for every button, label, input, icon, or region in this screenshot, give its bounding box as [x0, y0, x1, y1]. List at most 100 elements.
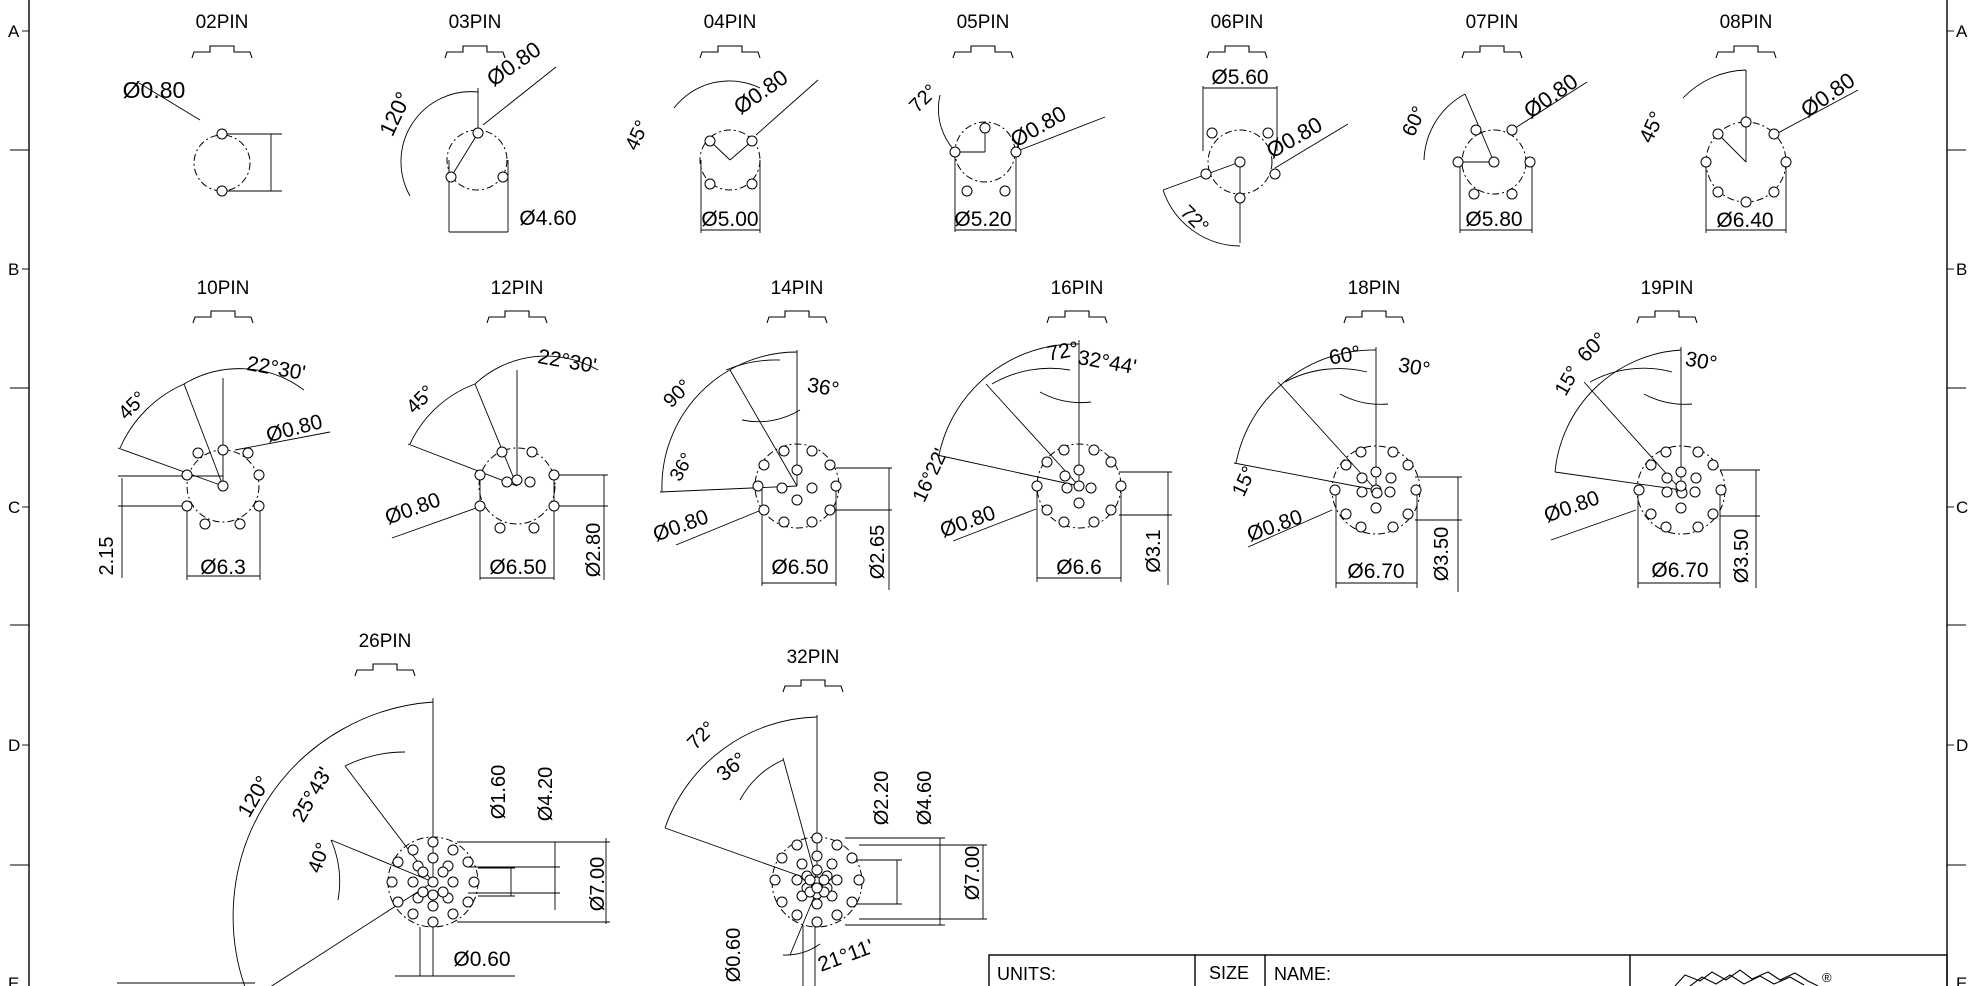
- dimension-label: 60°: [1573, 328, 1612, 367]
- pitch-circle: [193, 134, 251, 192]
- dimension-label: Ø0.80: [1519, 68, 1582, 123]
- layout-title: 04PIN: [704, 12, 757, 33]
- dimension-label: Ø0.80: [1244, 505, 1306, 546]
- pin-hole: [806, 445, 818, 457]
- pin-hole: [392, 856, 404, 868]
- pin-hole: [811, 864, 823, 876]
- dimension-line: [1233, 462, 1377, 491]
- pin-hole: [752, 480, 764, 492]
- keyway-mark: [782, 679, 844, 693]
- pin-hole: [427, 889, 439, 901]
- dimension-line: [729, 369, 798, 487]
- pin-hole: [769, 874, 781, 886]
- keyway-mark: [486, 310, 548, 324]
- dimension-label: 32°44': [1076, 346, 1138, 379]
- pin-hole: [427, 876, 439, 888]
- dimension-label: Ø6.40: [1716, 209, 1773, 232]
- layout-title: 02PIN: [196, 12, 249, 33]
- pin-hole: [234, 518, 246, 530]
- dimension-label: Ø2.80: [583, 523, 605, 577]
- dimension-label: 72°: [683, 717, 720, 754]
- dimension-line: [1554, 471, 1682, 491]
- pin-hole: [1059, 470, 1071, 482]
- pin-hole: [746, 135, 758, 147]
- pin-hole: [776, 482, 788, 494]
- pin-hole: [1690, 472, 1702, 484]
- dimension-label: Ø5.20: [954, 208, 1011, 231]
- angle-arc: [1423, 93, 1466, 161]
- dimension-label: Ø3.50: [1731, 529, 1753, 583]
- keyway-mark: [1206, 45, 1268, 59]
- dimension-line: [1511, 81, 1588, 131]
- pin-hole: [524, 476, 536, 488]
- registered-mark: ®: [1822, 970, 1832, 985]
- pin-hole: [704, 178, 716, 190]
- pin-hole: [791, 839, 803, 851]
- pin-hole: [1356, 472, 1368, 484]
- dimension-label: Ø4.60: [914, 771, 936, 825]
- angle-arc: [664, 716, 818, 829]
- pin-hole: [1660, 521, 1672, 533]
- pin-hole: [1329, 484, 1341, 496]
- pin-hole: [447, 908, 459, 920]
- pin-hole: [472, 127, 484, 139]
- dimension-label: 45°: [402, 381, 439, 418]
- pin-hole: [1740, 116, 1752, 128]
- pin-hole: [199, 518, 211, 530]
- dimension-line: [936, 454, 1080, 487]
- pin-hole: [216, 185, 228, 197]
- dimension-label: 2.15: [96, 537, 118, 576]
- dimension-label: Ø0.80: [1541, 486, 1603, 527]
- zone-label: D: [8, 736, 20, 755]
- pin-hole: [474, 469, 486, 481]
- pin-hole: [1010, 146, 1022, 158]
- pin-hole: [437, 886, 449, 898]
- pin-hole: [1675, 502, 1687, 514]
- pin-hole: [548, 500, 560, 512]
- pin-hole: [1073, 464, 1085, 476]
- pin-hole: [417, 866, 429, 878]
- pin-hole: [818, 874, 830, 886]
- layout-title: 05PIN: [957, 12, 1010, 33]
- layout-title: 12PIN: [491, 278, 544, 299]
- dimension-label: 36°: [805, 374, 840, 402]
- keyway-mark: [191, 45, 253, 59]
- pin-hole: [253, 500, 265, 512]
- pin-hole: [1661, 472, 1673, 484]
- dimension-line: [450, 132, 479, 178]
- dimension-label: Ø6.70: [1347, 560, 1404, 583]
- pin-hole: [704, 135, 716, 147]
- dimension-label: 72°: [1176, 201, 1213, 238]
- pitch-circle: [446, 129, 508, 191]
- angle-arc: [232, 701, 434, 986]
- pin-hole: [1262, 127, 1274, 139]
- pin-hole: [1633, 484, 1645, 496]
- pin-hole: [1410, 484, 1422, 496]
- pin-hole: [806, 482, 818, 494]
- angle-arc: [183, 368, 305, 391]
- zone-label: C: [8, 498, 20, 517]
- pin-hole: [1387, 446, 1399, 458]
- dimension-label: Ø4.60: [519, 207, 576, 230]
- zone-label: E: [1956, 974, 1967, 986]
- pin-hole: [1105, 456, 1117, 468]
- pin-hole: [242, 447, 254, 459]
- dimension-label: 22°30': [536, 345, 598, 378]
- zone-label: B: [8, 260, 19, 279]
- pin-hole: [1715, 484, 1727, 496]
- pin-hole: [1058, 444, 1070, 456]
- pin-hole: [1384, 486, 1396, 498]
- pin-hole: [791, 909, 803, 921]
- dimension-label: Ø3.50: [1431, 527, 1453, 581]
- pin-hole: [1402, 508, 1414, 520]
- zone-label: A: [8, 22, 20, 41]
- pin-hole: [462, 896, 474, 908]
- pin-hole: [1356, 486, 1368, 498]
- dimension-label: Ø0.80: [1006, 101, 1070, 153]
- pin-hole: [846, 896, 858, 908]
- angle-arc: [1162, 189, 1241, 247]
